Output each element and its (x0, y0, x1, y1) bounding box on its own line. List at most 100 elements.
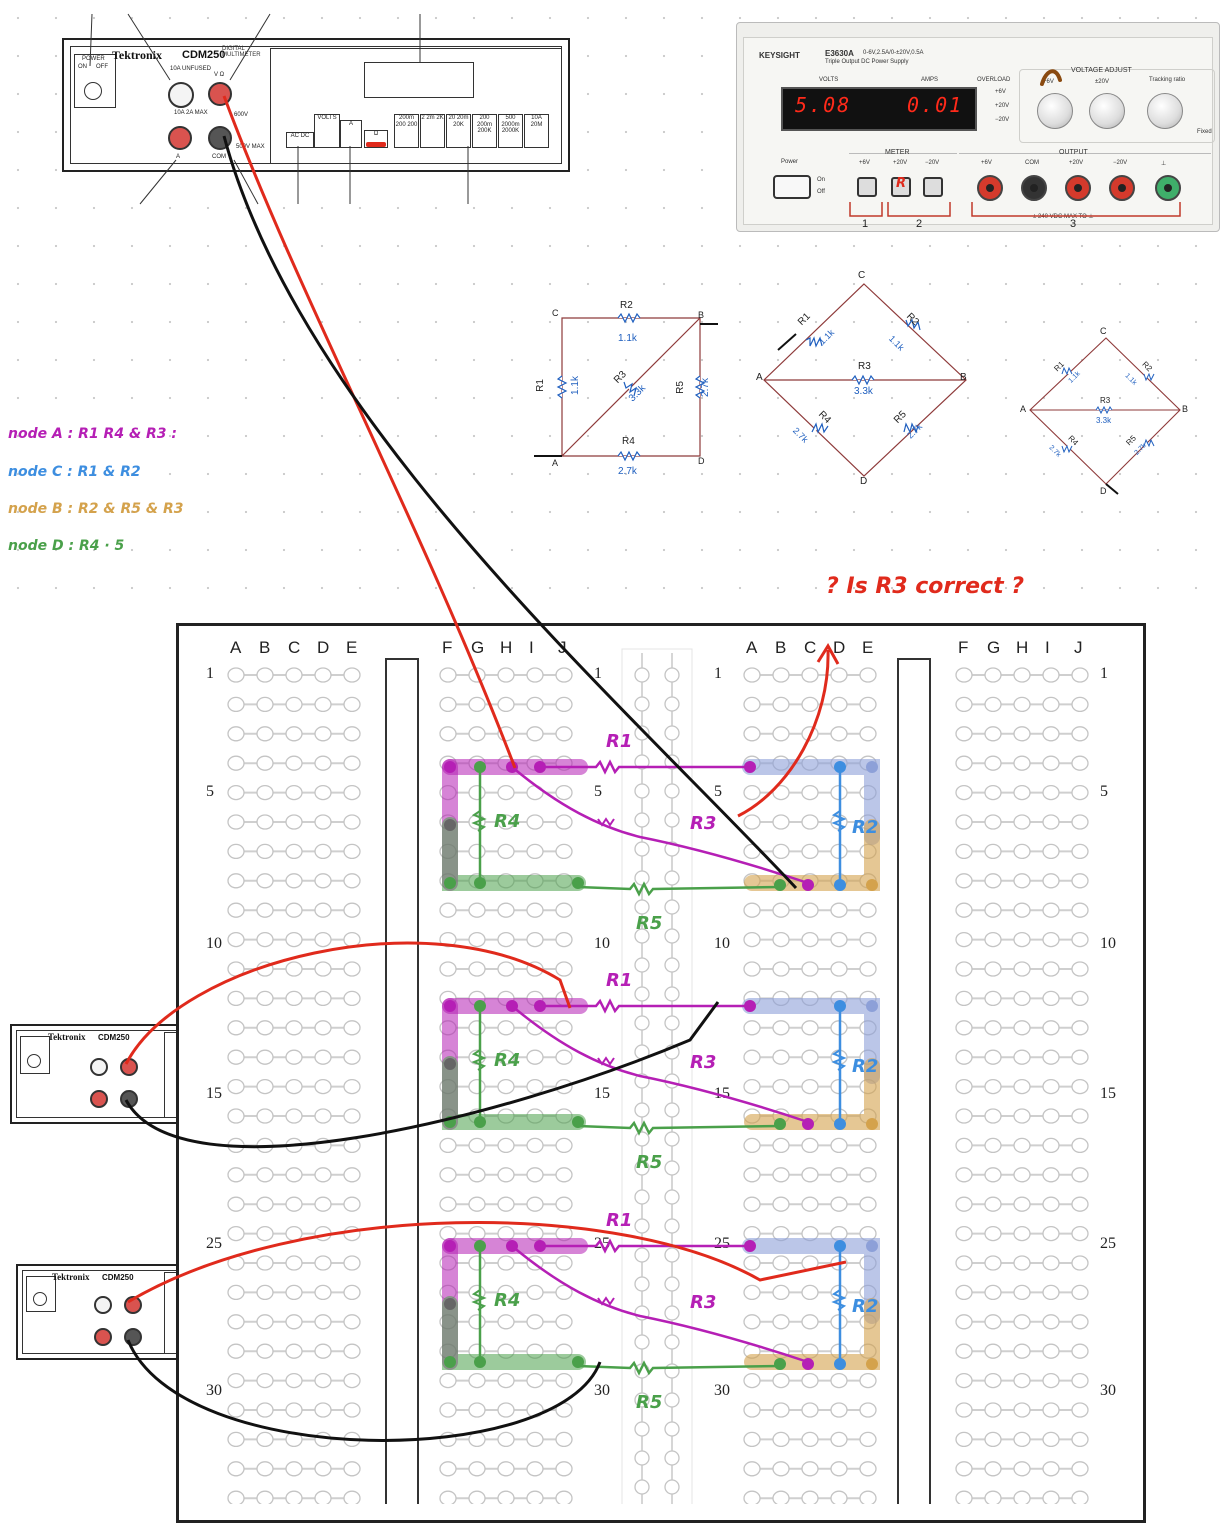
label-r5: R5 (636, 1152, 663, 1173)
volts-button[interactable]: VOLTS (314, 114, 340, 148)
small-r3-value: 3.3k (1096, 416, 1112, 425)
model-desc: 0-6V,2.5A/0-±20V,0.5A (863, 50, 924, 56)
meter-6v-button[interactable] (857, 177, 877, 197)
power-switch-box (74, 54, 116, 108)
output-label: OUTPUT (1059, 149, 1088, 156)
row-number-label: 10 (1100, 935, 1116, 952)
knob-tracking[interactable] (1147, 93, 1183, 129)
column-label-g: G (987, 638, 1001, 657)
range-2-button[interactable]: 2 2m 2K (420, 114, 445, 148)
label-r3: R3 (690, 813, 717, 834)
meter-neg20v-button[interactable] (923, 177, 943, 197)
brand-label: Tektronix (48, 1032, 86, 1042)
range-200m-label: 200m 200 200 (395, 115, 418, 128)
small-node-b: B (1182, 404, 1189, 414)
row-number-label: 1 (1100, 665, 1108, 682)
square-r2-label: R2 (620, 300, 633, 311)
question-arrowhead (816, 643, 840, 665)
column-label-d: D (833, 638, 846, 657)
volts-label: VOLTS (317, 115, 337, 121)
output-label-neg20v: −20V (1113, 160, 1128, 166)
jack-vohm-label: V Ω (214, 72, 225, 78)
meter-20v-button[interactable] (891, 177, 911, 197)
note-node-b: node B : R2 & R5 & R3 (8, 501, 184, 517)
red-probe-wire-bottom (127, 1221, 847, 1304)
knob-6v[interactable] (1037, 93, 1073, 129)
diamond-node-c: C (858, 270, 866, 281)
power-button[interactable] (33, 1292, 47, 1306)
knob-20v[interactable] (1089, 93, 1125, 129)
range-500-button[interactable]: 500 2000m 2000K (498, 114, 523, 148)
meter-mark: R (896, 176, 907, 191)
red-probe-wire-top (222, 95, 517, 769)
fixed-label: Fixed (1197, 129, 1212, 135)
column-label-b: B (775, 638, 787, 657)
column-label-c: C (804, 638, 817, 657)
jack-a[interactable] (168, 126, 192, 150)
acdc-button[interactable]: AC DC (286, 132, 314, 148)
terminal-com[interactable] (1021, 175, 1047, 201)
power-button[interactable] (84, 82, 102, 100)
knob-label-6v: +6V (1043, 79, 1054, 85)
square-node-a: A (552, 458, 559, 468)
diamond-resistor-symbols (805, 318, 921, 434)
terminal-20v[interactable] (1065, 175, 1091, 201)
model-desc2: Triple Output DC Power Supply (825, 59, 909, 65)
terminal-6v[interactable] (977, 175, 1003, 201)
jack-10a[interactable] (168, 82, 194, 108)
jack-a[interactable] (90, 1090, 108, 1108)
range-10a-button[interactable]: 10A 20M (524, 114, 549, 148)
row-number-label: 15 (594, 1085, 610, 1102)
jack-a[interactable] (94, 1328, 112, 1346)
power-supply-annotations (849, 69, 1181, 217)
range-200m-button[interactable]: 200m 200 200 (394, 114, 419, 148)
column-label-e: E (346, 638, 358, 657)
group-label-1: 1 (862, 218, 869, 230)
power-off-label: OFF (96, 64, 108, 70)
terminal-neg20v[interactable] (1109, 175, 1135, 201)
power-button[interactable] (27, 1054, 41, 1068)
square-r2-value: 1.1k (618, 333, 637, 344)
diamond-node-b: B (960, 372, 967, 383)
ohm-selected-mark (366, 142, 386, 147)
row-number-label: 5 (714, 783, 722, 800)
label-r2: R2 (852, 1056, 879, 1077)
output-panel (959, 153, 1211, 214)
jack-10a-label: 10A UNFUSED (170, 66, 212, 72)
terminal-ground[interactable] (1155, 175, 1181, 201)
power-off-label: Off (817, 189, 825, 195)
max-label: 10A 2A MAX (174, 110, 208, 116)
jack-10a[interactable] (94, 1296, 112, 1314)
jack-v-ohm[interactable] (208, 82, 232, 106)
power-switch-box (26, 1276, 56, 1312)
voltage-adjust-panel (1019, 69, 1215, 143)
label-r1: R1 (606, 970, 633, 991)
meter-label-20v: +20V (893, 160, 908, 166)
column-label-h: H (500, 638, 513, 657)
label-r5: R5 (636, 913, 663, 934)
power-button[interactable] (773, 175, 811, 199)
volts-label: VOLTS (819, 77, 839, 83)
voltage-adjust-label: VOLTAGE ADJUST (1071, 67, 1132, 74)
power-switch-box (20, 1036, 50, 1074)
label-r2: R2 (852, 817, 879, 838)
red-probe-wire-middle (124, 941, 572, 1065)
breadboard (176, 623, 1146, 1523)
range-200-button[interactable]: 200 200m 200K (472, 114, 497, 148)
power-label: POWER (82, 56, 105, 62)
power-supply: KEYSIGHT E3630A 0-6V,2.5A/0-±20V,0.5A Tr… (736, 22, 1220, 232)
acdc-label: AC DC (290, 133, 310, 139)
row-number-label: 25 (1100, 1235, 1116, 1252)
column-label-i: I (529, 638, 534, 657)
row-number-label: 5 (594, 783, 602, 800)
jack-com-label: COM (212, 154, 226, 160)
column-label-g: G (471, 638, 485, 657)
row-number-label: 10 (594, 935, 610, 952)
output-label-com: COM (1025, 160, 1039, 166)
display-panel (781, 87, 977, 131)
jack-10a[interactable] (90, 1058, 108, 1076)
amps-button[interactable]: A (340, 120, 362, 148)
model-label: CDM250 (98, 1033, 130, 1042)
range-20-label: 20 20m 20K (448, 115, 469, 128)
range-20-button[interactable]: 20 20m 20K (446, 114, 471, 148)
